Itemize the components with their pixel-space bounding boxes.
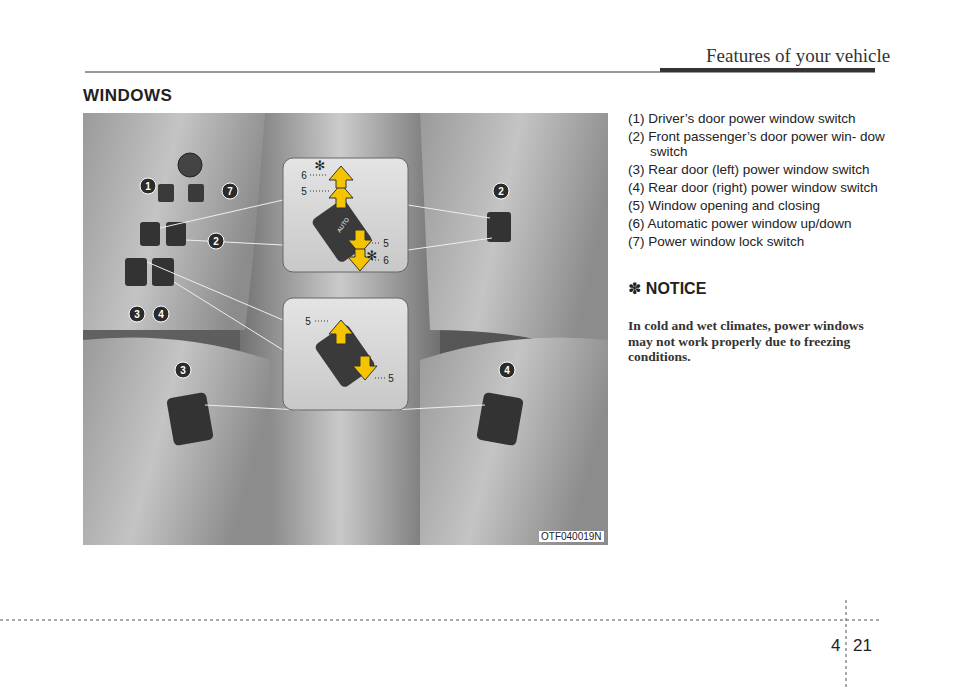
callout-number: 7 <box>222 183 239 200</box>
figure-code: OTF040019N <box>539 531 604 542</box>
callout-number: 2 <box>493 183 510 200</box>
star-mark: ✻ <box>315 158 326 173</box>
chapter-number: 4 <box>831 636 840 656</box>
inset-bottom <box>283 298 408 410</box>
callout-number: 3 <box>175 362 192 379</box>
callout-number: 5 <box>301 186 307 197</box>
list-item: (5) Window opening and closing <box>628 198 894 213</box>
callout-number: 6 <box>301 170 307 181</box>
callout-number: 5 <box>383 238 389 249</box>
notice-heading: ✽ NOTICE <box>628 279 706 298</box>
callout-number: 5 <box>305 316 311 327</box>
section-title: WINDOWS <box>83 86 172 106</box>
page-rules <box>0 600 880 689</box>
list-item: (7) Power window lock switch <box>628 234 894 249</box>
callout-number: 3 <box>129 306 146 323</box>
list-item: (6) Automatic power window up/down <box>628 216 894 231</box>
callout-number: 4 <box>499 362 516 379</box>
callout-number: 1 <box>140 178 157 195</box>
list-item: (2) Front passenger’s door power win- do… <box>628 129 894 159</box>
list-item: (3) Rear door (left) power window switch <box>628 162 894 177</box>
notice-text: In cold and wet climates, power windows … <box>628 318 890 365</box>
inset-top <box>283 158 408 272</box>
callout-number: 2 <box>208 233 225 250</box>
callout-number: 4 <box>153 306 170 323</box>
callout-number: 5 <box>388 373 394 384</box>
running-header: Features of your vehicle <box>706 45 890 67</box>
header-rule <box>85 68 875 72</box>
photo <box>83 113 608 545</box>
callout-number: 6 <box>383 255 389 266</box>
page-number: 21 <box>853 636 872 656</box>
list-item: (4) Rear door (right) power window switc… <box>628 180 894 195</box>
star-mark: ✻ <box>367 248 378 263</box>
list-item: (1) Driver’s door power window switch <box>628 111 894 126</box>
